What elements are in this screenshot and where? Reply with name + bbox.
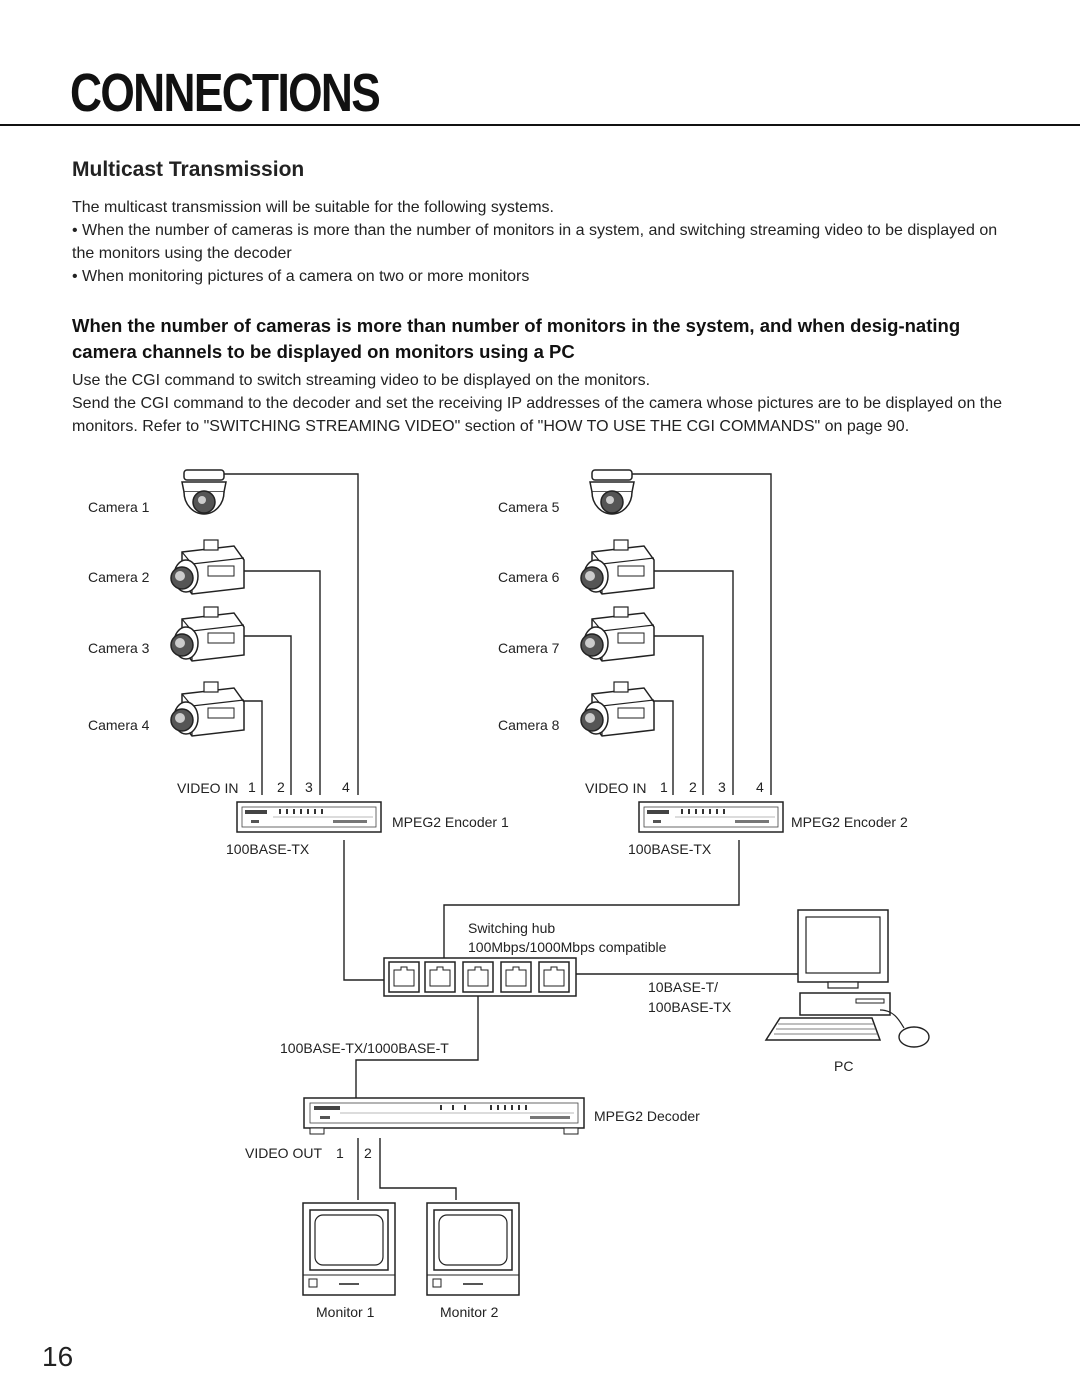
video-out-port: 1 bbox=[336, 1145, 344, 1161]
camera-label: Camera 4 bbox=[88, 717, 150, 733]
video-out-port: 2 bbox=[364, 1145, 372, 1161]
camera-label: Camera 1 bbox=[88, 499, 150, 515]
intro-text: The multicast transmission will be suita… bbox=[72, 199, 554, 216]
section-title: Multicast Transmission bbox=[72, 158, 305, 181]
network-label: 100BASE-TX bbox=[628, 841, 712, 857]
camera-6-icon bbox=[580, 539, 655, 595]
camera-5-icon bbox=[589, 469, 635, 515]
camera-4-icon bbox=[170, 681, 245, 737]
camera-label: Camera 7 bbox=[498, 640, 560, 656]
decoder-link-label: 100BASE-TX/1000BASE-T bbox=[280, 1040, 449, 1056]
camera-8-icon bbox=[580, 681, 655, 737]
pc-link-label: 10BASE-T/ bbox=[648, 979, 718, 995]
pc-link-label: 100BASE-TX bbox=[648, 999, 732, 1015]
monitor-label: Monitor 1 bbox=[316, 1304, 375, 1320]
title-rule bbox=[0, 124, 1080, 126]
paragraph: Send the CGI command to the decoder and … bbox=[72, 395, 1003, 435]
subsection-title: When the number of cameras is more than … bbox=[72, 315, 961, 362]
camera-label: Camera 2 bbox=[88, 569, 150, 585]
video-in-port: 2 bbox=[277, 779, 285, 795]
camera-3-icon bbox=[170, 606, 245, 662]
monitor-1-icon bbox=[302, 1202, 396, 1296]
hub-spec-label: 100Mbps/1000Mbps compatible bbox=[468, 939, 667, 955]
hub-label: Switching hub bbox=[468, 920, 555, 936]
chapter-title: CONNECTIONS bbox=[70, 63, 381, 123]
monitor-2-icon bbox=[426, 1202, 520, 1296]
switching-hub-icon bbox=[383, 957, 577, 997]
video-in-port: 1 bbox=[248, 779, 256, 795]
camera-2-icon bbox=[170, 539, 245, 595]
video-in-label: VIDEO IN bbox=[585, 780, 646, 796]
video-in-label: VIDEO IN bbox=[177, 780, 238, 796]
encoder-1-icon bbox=[236, 801, 382, 833]
encoder-label: MPEG2 Encoder 2 bbox=[791, 814, 908, 830]
video-in-port: 4 bbox=[342, 779, 350, 795]
video-in-port: 3 bbox=[305, 779, 313, 795]
camera-7-icon bbox=[580, 606, 655, 662]
video-in-port: 1 bbox=[660, 779, 668, 795]
pc-label: PC bbox=[834, 1058, 853, 1074]
encoder-2-icon bbox=[638, 801, 784, 833]
left-wiring bbox=[204, 473, 387, 981]
camera-label: Camera 5 bbox=[498, 499, 560, 515]
monitor-label: Monitor 2 bbox=[440, 1304, 499, 1320]
video-in-port: 2 bbox=[689, 779, 697, 795]
bullet-item: • When the number of cameras is more tha… bbox=[72, 222, 998, 262]
pc-icon bbox=[764, 909, 930, 1048]
paragraph: Use the CGI command to switch streaming … bbox=[72, 372, 651, 389]
camera-label: Camera 6 bbox=[498, 569, 560, 585]
camera-1-icon bbox=[181, 469, 227, 515]
decoder-icon bbox=[303, 1097, 585, 1135]
camera-label: Camera 3 bbox=[88, 640, 150, 656]
bullet-item: • When monitoring pictures of a camera o… bbox=[72, 268, 530, 285]
camera-label: Camera 8 bbox=[498, 717, 560, 733]
video-in-port: 4 bbox=[756, 779, 764, 795]
encoder-label: MPEG2 Encoder 1 bbox=[392, 814, 509, 830]
right-wiring bbox=[355, 473, 798, 1200]
page-number: 16 bbox=[42, 1341, 74, 1372]
video-in-port: 3 bbox=[718, 779, 726, 795]
decoder-label: MPEG2 Decoder bbox=[594, 1108, 700, 1124]
network-label: 100BASE-TX bbox=[226, 841, 310, 857]
video-out-label: VIDEO OUT bbox=[245, 1145, 322, 1161]
